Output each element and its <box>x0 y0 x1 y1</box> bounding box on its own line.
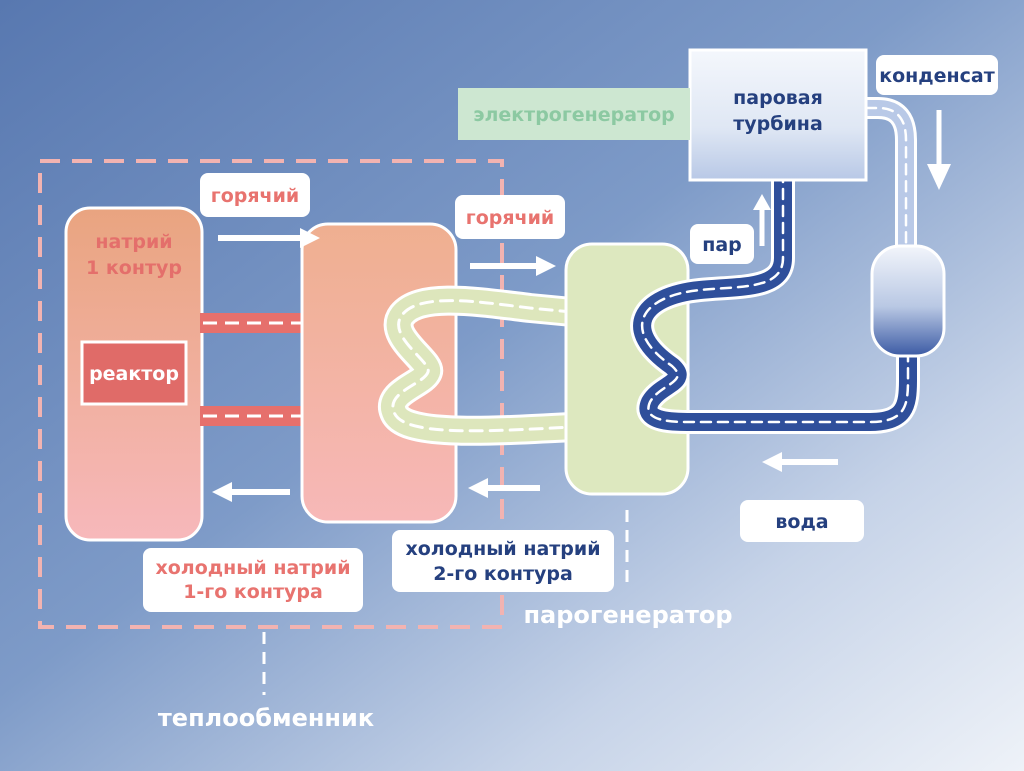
condensate-label-box <box>876 55 998 95</box>
hot-label-2: горячий <box>466 207 554 229</box>
turbine-label-line1: паровая <box>733 87 823 109</box>
hot-label-1-box <box>200 173 310 217</box>
heat-exchanger-label: теплообменник <box>158 704 374 732</box>
hot-label-1: горячий <box>211 185 299 207</box>
condensate-pipe <box>855 97 917 261</box>
condenser <box>870 244 946 358</box>
cold-loop1-label-line1: холодный натрий <box>155 557 350 579</box>
electric-generator <box>458 88 690 140</box>
hot-label-2-box <box>455 195 565 239</box>
cold-loop2-label-line1: холодный натрий <box>405 538 600 560</box>
steam-turbine <box>688 48 868 182</box>
heat-exchanger-frame <box>38 159 504 629</box>
cold-loop1-label-line2: 1-го контура <box>183 581 323 603</box>
steam-label-box <box>690 224 754 264</box>
reactor-label: реактор <box>89 363 179 385</box>
condensate-label: конденсат <box>879 65 995 87</box>
reactor-core <box>80 340 188 406</box>
flow-arrows <box>212 110 951 502</box>
turbine-label-line2: турбина <box>733 113 823 135</box>
loop2-pipe <box>378 285 587 446</box>
cold-loop1-box <box>143 548 363 612</box>
cold-loop2-label-line2: 2-го контура <box>433 563 573 585</box>
loop1-pipes <box>200 313 304 426</box>
water-label: вода <box>775 511 828 533</box>
steam-generator-label: парогенератор <box>523 601 732 629</box>
water-label-box <box>740 500 864 542</box>
sodium-loop1-label-line1: натрий <box>95 231 172 253</box>
water-steam-pipe <box>630 160 920 435</box>
sodium-loop1-label-line2: 1 контур <box>86 257 182 279</box>
generator-label: электрогенератор <box>473 104 675 126</box>
cold-loop2-box <box>392 530 614 592</box>
steam-label: пар <box>702 234 742 256</box>
